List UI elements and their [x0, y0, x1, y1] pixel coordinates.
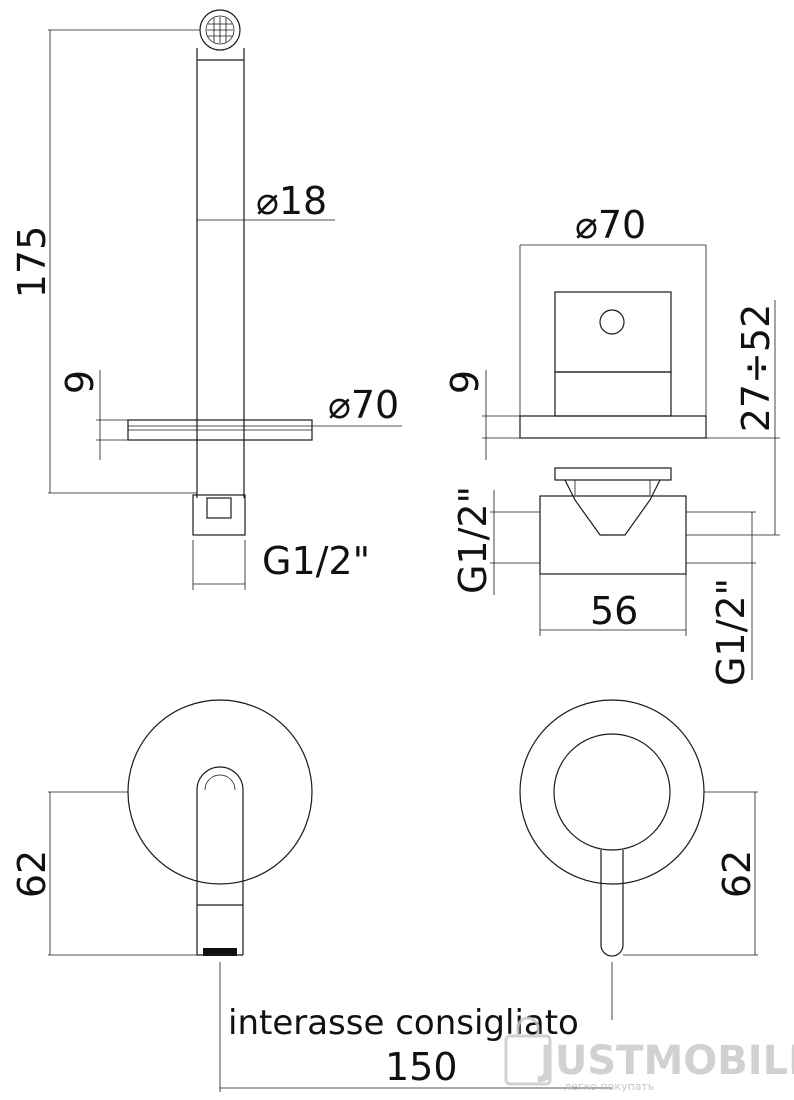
aerator-mesh — [205, 15, 235, 45]
watermark-tagline: легко покупать — [564, 1080, 654, 1093]
watermark-bag-icon — [504, 1034, 552, 1086]
dim-175-label: 175 — [10, 226, 54, 299]
fdim-62l-label: 62 — [10, 850, 54, 898]
mixer-cartridge-core — [564, 479, 661, 536]
mixer-collar — [554, 371, 672, 417]
mdim-g12r-label: G1/2" — [709, 578, 753, 686]
watermark-logo: JUSTMOBILE легко покупать — [504, 1016, 794, 1093]
mixer-handle-hole — [599, 309, 625, 335]
cdim-label: 150 — [385, 1045, 458, 1089]
spout-front-plate — [127, 699, 313, 885]
spout-front-tube-inner — [204, 774, 236, 791]
aerator-mesh-pattern — [207, 17, 233, 43]
spout-front-aerator-mesh — [203, 948, 237, 956]
mdim-9-label: 9 — [443, 370, 487, 394]
spout-nut-detail — [206, 497, 232, 519]
mdim-56-label: 56 — [590, 589, 638, 633]
mixer-wall-plate — [519, 415, 707, 439]
dim-d18-label: ⌀18 — [256, 179, 327, 223]
watermark-brand: JUSTMOBILE — [537, 1038, 794, 1084]
mdim-d70-label: ⌀70 — [575, 203, 646, 247]
mixer-front-plate — [519, 699, 705, 885]
dim-9-label: 9 — [58, 370, 102, 394]
mixer-front-lever — [600, 850, 624, 957]
mixer-front-view: 62 — [519, 699, 759, 957]
watermark-bag-handle — [516, 1016, 540, 1036]
mixer-cartridge-top — [554, 467, 672, 481]
dim-g12-label: G1/2" — [262, 539, 370, 583]
mdim-2752-label: 27÷52 — [734, 304, 778, 433]
mixer-side-view: ⌀70 9 27÷52 G1/2" 56 G1/2" — [443, 203, 780, 686]
spout-side-view: 175 ⌀18 9 ⌀70 G1/2" — [10, 9, 402, 590]
spout-front-tube — [196, 766, 244, 955]
mdim-g12l-label: G1/2" — [451, 486, 495, 594]
mixer-handle-block — [554, 291, 672, 373]
dim-d70-label: ⌀70 — [328, 383, 399, 427]
fdim-62r-label: 62 — [715, 850, 759, 898]
spout-nut — [192, 494, 246, 536]
mixer-front-knob — [553, 733, 671, 851]
spout-front-view: 62 — [10, 699, 313, 956]
